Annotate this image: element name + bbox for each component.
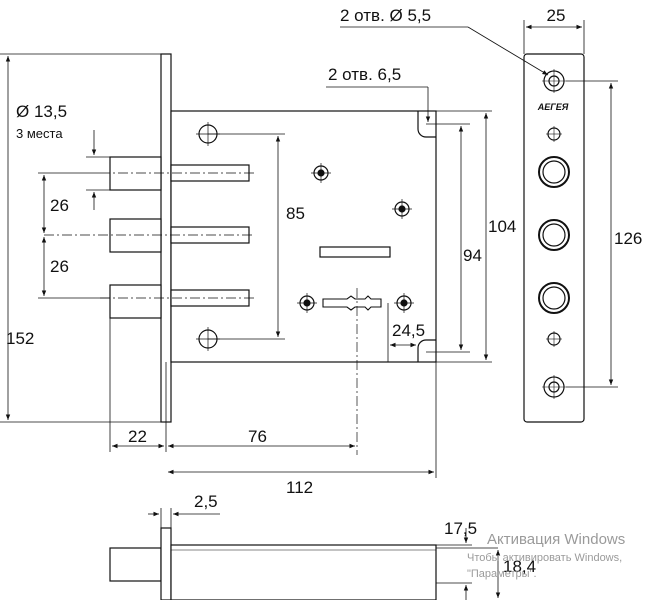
- front-dimension-lines: [340, 20, 618, 388]
- label-104: 104: [488, 217, 516, 236]
- corner-tab-bottom: [417, 339, 436, 362]
- slot: [319, 246, 391, 258]
- bolt-centerlines: [44, 172, 255, 299]
- watermark-line1: Чтобы активировать Windows,: [467, 552, 622, 564]
- label-85: 85: [286, 204, 305, 223]
- hole-upper-mid: [311, 163, 331, 183]
- watermark-title: Активация Windows: [487, 531, 625, 548]
- label-112: 112: [286, 478, 313, 497]
- side-dimension-lines: [148, 508, 501, 600]
- bolt-3: [109, 284, 162, 319]
- front-bolt-hole-3: [538, 282, 570, 314]
- label-152: 152: [6, 329, 34, 348]
- side-case: [170, 544, 437, 600]
- side-bolt: [109, 547, 162, 582]
- label-bolt-count: 3 места: [16, 126, 63, 141]
- front-bolt-hole-1: [538, 156, 570, 188]
- front-screw-top: [542, 69, 566, 93]
- front-bolt-hole-2: [538, 219, 570, 251]
- bolts-outside: [109, 156, 162, 319]
- label-18-4: 18,4: [503, 557, 536, 576]
- label-bolt-diameter: Ø 13,5: [16, 102, 67, 121]
- brand-logo: АЕГЕЯ: [537, 102, 569, 112]
- front-plate-view: [523, 53, 585, 423]
- dimension-labels: 2 отв. Ø 5,5 25 2 отв. 6,5 Ø 13,5 3 мест…: [6, 6, 642, 576]
- label-2-5: 2,5: [194, 492, 218, 511]
- keyhole: [322, 295, 382, 311]
- label-24-5: 24,5: [392, 321, 425, 340]
- label-126: 126: [614, 229, 642, 248]
- label-94: 94: [463, 246, 482, 265]
- label-spacing-1: 26: [50, 196, 69, 215]
- hole-keyway-right: [394, 293, 414, 313]
- label-plate-width: 25: [547, 6, 566, 25]
- label-holes-body: 2 отв. 6,5: [328, 65, 401, 84]
- side-view: [109, 527, 437, 600]
- front-screw-bottom: [542, 375, 566, 399]
- hole-right-mid: [392, 199, 412, 219]
- dimension-lines: [0, 53, 492, 478]
- side-faceplate: [160, 527, 172, 600]
- label-22: 22: [128, 427, 147, 446]
- bolt-1: [109, 156, 162, 191]
- front-small-hole-2: [546, 331, 562, 347]
- label-spacing-2: 26: [50, 257, 69, 276]
- bolt-2: [109, 218, 162, 253]
- label-17-5: 17,5: [444, 519, 477, 538]
- windows-activation-watermark: Активация Windows Чтобы активировать Win…: [467, 531, 625, 580]
- front-small-hole-1: [546, 126, 562, 142]
- front-plate: [523, 53, 585, 423]
- corner-tab-top: [417, 111, 436, 138]
- watermark-line2: "Параметры".: [467, 568, 537, 580]
- label-76: 76: [248, 427, 267, 446]
- hole-keyway-left: [297, 293, 317, 313]
- label-holes-front: 2 отв. Ø 5,5: [340, 6, 431, 25]
